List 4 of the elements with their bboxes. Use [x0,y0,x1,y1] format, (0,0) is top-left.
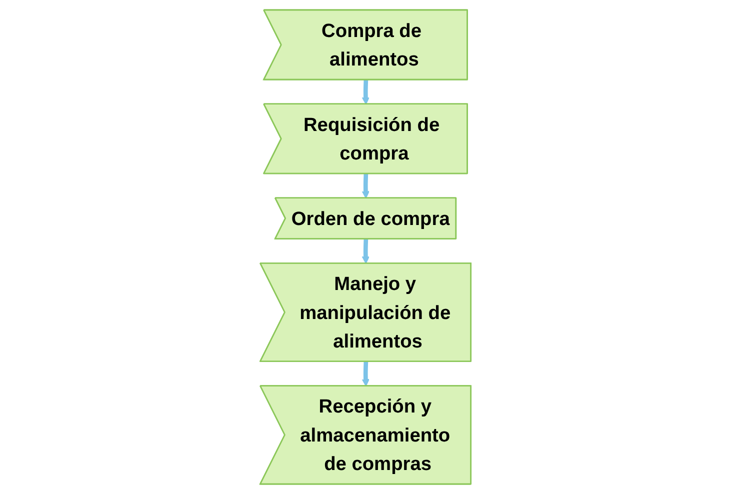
arrow [362,238,370,264]
arrow [362,174,370,199]
arrow [362,80,370,105]
arrow [362,362,370,387]
